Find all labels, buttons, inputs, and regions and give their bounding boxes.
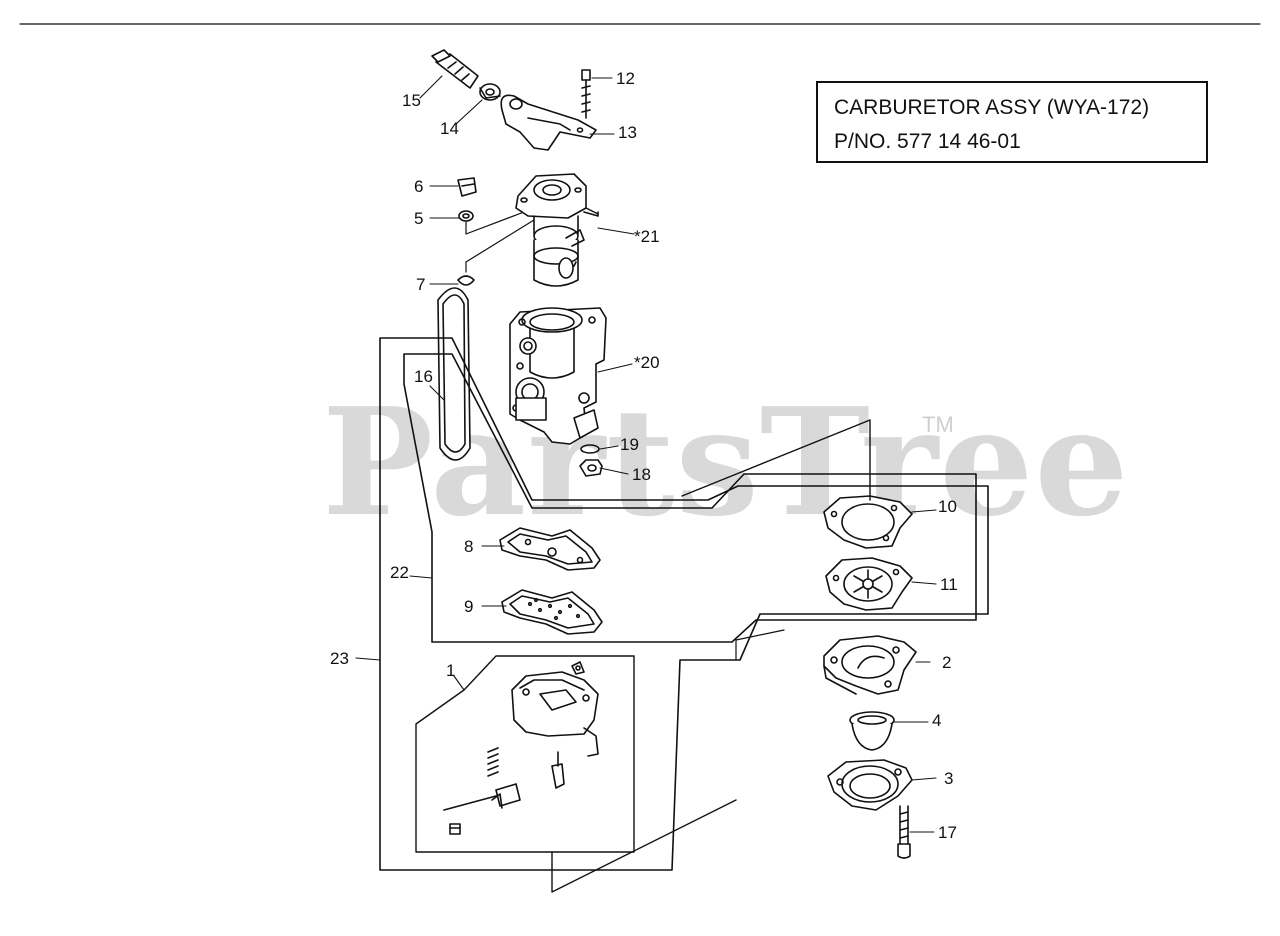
leader-7 <box>465 219 535 273</box>
part-7-clip <box>457 275 475 286</box>
label-part-14: 14 <box>440 119 459 138</box>
label-part-6: 6 <box>414 177 424 196</box>
part-9-gasket <box>501 589 603 635</box>
label-part-11: 11 <box>940 575 958 594</box>
title-box: CARBURETOR ASSY (WYA-172) P/NO. 577 14 4… <box>816 81 1208 163</box>
label-part-16: 16 <box>414 367 433 386</box>
label-part-3: 3 <box>944 769 954 788</box>
label-part-7: 7 <box>416 275 426 294</box>
part-20-carburetor-body <box>509 307 607 445</box>
label-part-13: 13 <box>618 123 637 142</box>
label-part-10: 10 <box>938 497 957 516</box>
part-14-nut <box>479 83 501 101</box>
part-15-fitting <box>431 49 479 89</box>
kit-leader-mid <box>735 629 785 661</box>
label-part-9: 9 <box>464 597 474 616</box>
label-leader-lines <box>355 75 937 833</box>
part-10-gasket <box>823 495 913 549</box>
kit-outline-22 <box>403 353 977 643</box>
part-1-needle-valve <box>551 751 565 789</box>
part-6-plug <box>457 177 477 197</box>
part-18-nut <box>579 459 603 477</box>
leader-5-dashed <box>465 211 525 235</box>
label-part-18: 18 <box>632 465 651 484</box>
kit-outline-23 <box>379 337 989 871</box>
part-19-oring <box>580 444 600 454</box>
part-2-pump-cover <box>823 635 917 695</box>
label-part-1: 1 <box>446 661 456 680</box>
part-1-needle-spring <box>487 747 499 777</box>
part-1-small-screw <box>449 823 461 835</box>
part-number: P/NO. 577 14 46-01 <box>834 130 1021 153</box>
part-4-primer-bulb <box>849 711 895 751</box>
label-part-4: 4 <box>932 711 942 730</box>
assembly-title: CARBURETOR ASSY (WYA-172) <box>834 96 1150 119</box>
watermark-trademark: TM <box>922 412 954 437</box>
part-17-screw <box>897 805 911 859</box>
part-11-diaphragm <box>825 557 913 611</box>
label-part-15: 15 <box>402 91 421 110</box>
label-part-23: 23 <box>330 649 349 668</box>
kit-leader-top <box>681 419 871 501</box>
label-part-19: 19 <box>620 435 639 454</box>
pump-leader <box>551 799 737 893</box>
part-1-adjust-screw <box>443 783 521 811</box>
part-8-gasket <box>499 527 601 571</box>
part-3-retainer <box>827 759 913 811</box>
label-part-22: 22 <box>390 563 409 582</box>
label-part-17: 17 <box>938 823 957 842</box>
label-part-5: 5 <box>414 209 424 228</box>
label-part-21: *21 <box>634 227 660 246</box>
part-13-bracket <box>500 94 597 151</box>
label-part-8: 8 <box>464 537 474 556</box>
part-5-washer <box>458 210 474 222</box>
label-part-20: *20 <box>634 353 660 372</box>
part-21-throttle-body <box>515 173 599 287</box>
part-12-screw <box>581 69 591 119</box>
part-16-gasket-ring <box>437 287 471 461</box>
part-1-pump-body <box>511 261 599 757</box>
label-part-12: 12 <box>616 69 635 88</box>
label-part-2: 2 <box>942 653 952 672</box>
